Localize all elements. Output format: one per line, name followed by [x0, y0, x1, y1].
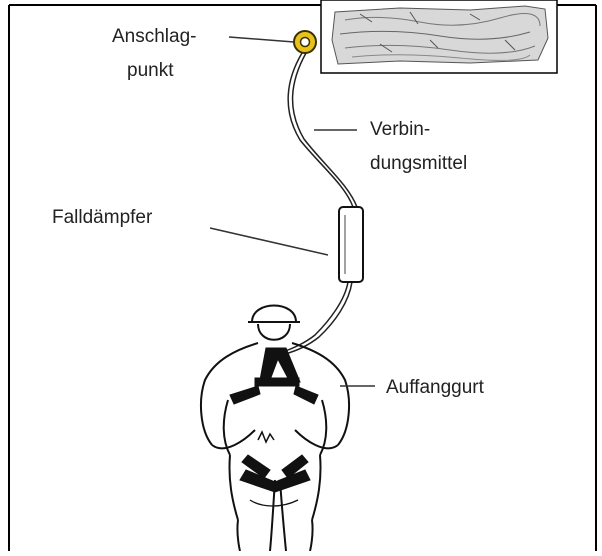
- lanyard-rope: [282, 53, 357, 354]
- label-anchor-line1: Anschlag-: [112, 26, 197, 47]
- label-lanyard-line2: dungsmittel: [370, 153, 467, 174]
- anchor-ring-icon: [294, 31, 316, 53]
- label-anchor-line2: punkt: [127, 60, 174, 81]
- worker-figure: [201, 306, 349, 552]
- label-lanyard-line1: Verbin-: [370, 119, 430, 140]
- leader-absorber: [210, 228, 328, 255]
- frame: [9, 5, 596, 551]
- leader-anchor: [229, 37, 294, 42]
- shock-absorber: [339, 207, 363, 282]
- label-absorber: Falldämpfer: [52, 207, 153, 228]
- wooden-beam: [321, 0, 557, 73]
- label-harness: Auffanggurt: [386, 377, 485, 398]
- harness-straps: [230, 348, 318, 492]
